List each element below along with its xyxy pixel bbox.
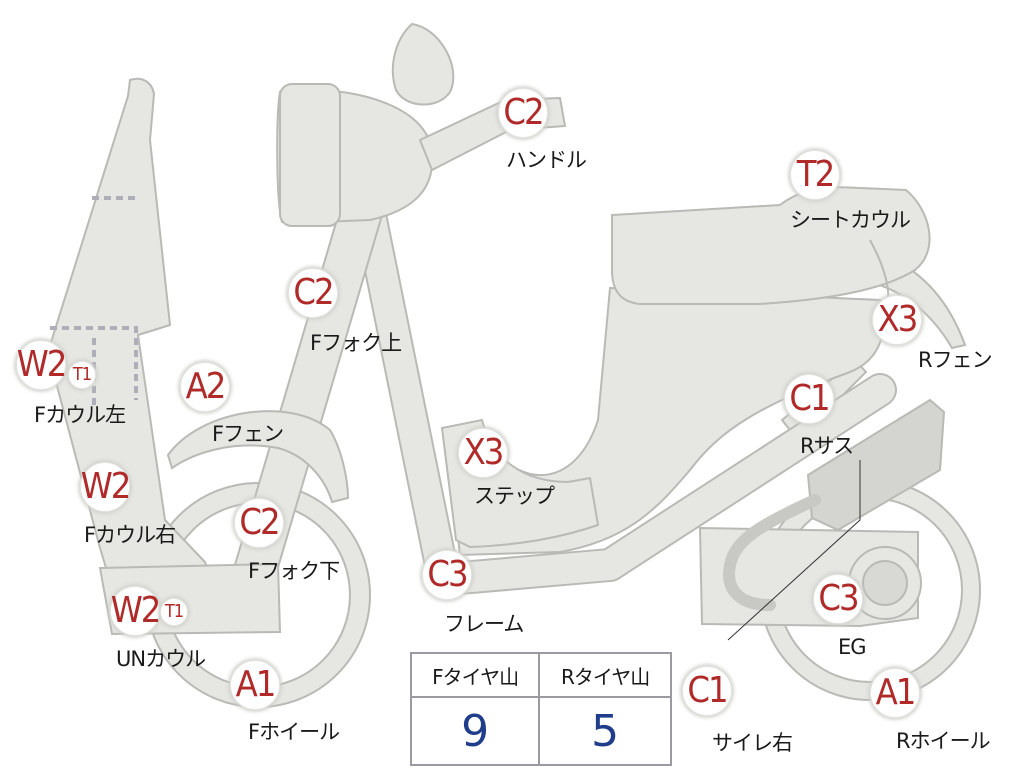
f-wheel-badge: A1 xyxy=(230,660,280,710)
f-cowl-left-sub-badge: T1 xyxy=(68,361,96,389)
un-cowl-badge: W2 xyxy=(110,586,161,636)
muffler-right-label: サイレ右 xyxy=(712,731,793,755)
f-fender-badge: A2 xyxy=(180,362,230,412)
handle-label: ハンドル xyxy=(506,148,587,172)
step-label: ステップ xyxy=(474,484,555,508)
r-wheel-badge: A1 xyxy=(870,668,920,718)
r-sus-badge: C1 xyxy=(784,374,834,424)
f-cowl-left-label: Fカウル左 xyxy=(34,403,126,427)
handle-badge: C2 xyxy=(498,88,548,138)
r-tread-value: 5 xyxy=(538,696,672,766)
tire-tread-table: Fタイヤ山 Rタイヤ山 9 5 xyxy=(409,652,672,766)
fork-upper-label: Fフォク上 xyxy=(310,331,402,355)
step-badge: X3 xyxy=(458,428,508,478)
r-tread-header: Rタイヤ山 xyxy=(538,652,672,698)
front-fender xyxy=(166,410,350,504)
fork-lower-badge: C2 xyxy=(234,498,284,548)
f-fender-label: Fフェン xyxy=(212,422,284,446)
f-cowl-right-label: Fカウル右 xyxy=(84,523,176,547)
f-tread-header: Fタイヤ山 xyxy=(409,652,541,698)
headlight-lens xyxy=(279,83,341,227)
un-cowl-label: UNカウル xyxy=(116,647,206,671)
muffler-right-badge: C1 xyxy=(682,666,732,716)
tire-tread-value-row: 9 5 xyxy=(409,696,672,766)
muffler xyxy=(806,398,946,532)
r-fender-label: Rフェン xyxy=(918,348,993,372)
un-cowl-sub-badge: T1 xyxy=(160,598,188,626)
engine-badge: C3 xyxy=(813,574,863,624)
exhaust-pipe xyxy=(723,494,821,611)
r-fender-badge: X3 xyxy=(872,295,922,345)
tire-tread-header-row: Fタイヤ山 Rタイヤ山 xyxy=(409,652,672,698)
seat-cowl-badge: T2 xyxy=(790,150,840,200)
fork-lower-label: Fフォク下 xyxy=(248,559,340,583)
fork-upper-badge: C2 xyxy=(288,268,338,318)
frame-badge: C3 xyxy=(422,550,472,600)
frame-label: フレーム xyxy=(444,612,524,636)
r-sus-label: Rサス xyxy=(800,434,854,458)
f-wheel-label: Fホイール xyxy=(248,720,340,744)
seat-cowl-label: シートカウル xyxy=(790,208,911,232)
f-tread-value: 9 xyxy=(409,696,541,766)
rear-axle xyxy=(862,560,908,606)
r-wheel-label: Rホイール xyxy=(896,729,991,753)
f-cowl-right-badge: W2 xyxy=(80,462,131,512)
f-cowl-left-badge: W2 xyxy=(16,340,67,390)
engine-label: EG xyxy=(838,635,867,659)
mirror xyxy=(391,22,455,106)
